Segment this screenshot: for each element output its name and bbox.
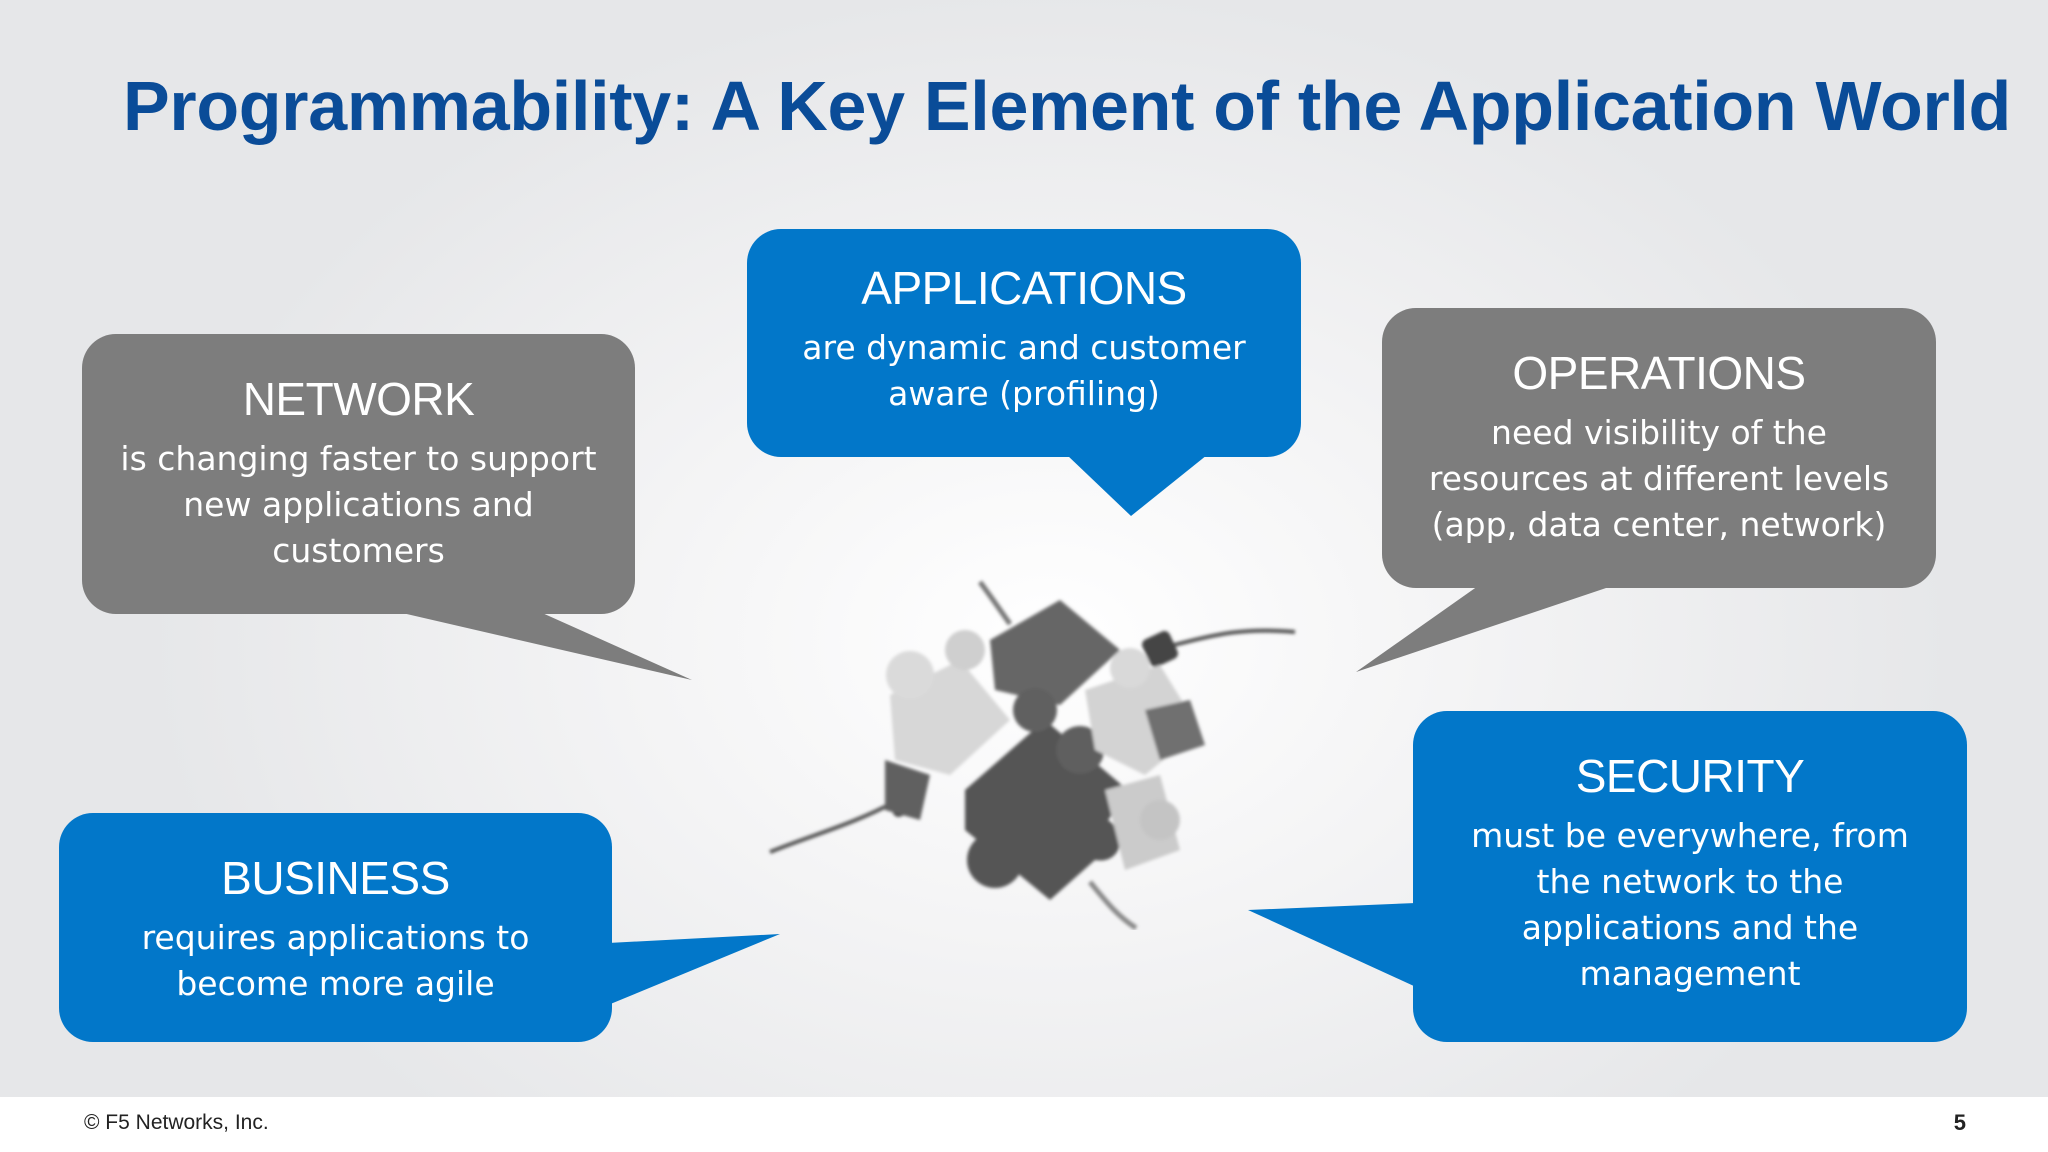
operations-text: need visibility of the resources at diff… xyxy=(1382,410,1936,548)
business-line-2: become more agile xyxy=(176,964,494,1003)
applications-text: are dynamic and customer aware (profilin… xyxy=(747,325,1301,417)
puzzle-pieces-icon xyxy=(760,570,1320,930)
security-text: must be everywhere, from the network to … xyxy=(1413,813,1967,997)
business-bubble-tail xyxy=(608,934,780,1005)
business-bubble: BUSINESS requires applications to become… xyxy=(59,813,612,1042)
operations-line-1: need visibility of the xyxy=(1491,413,1827,452)
network-line-1: is changing faster to support xyxy=(120,439,596,478)
operations-bubble: OPERATIONS need visibility of the resour… xyxy=(1382,308,1936,588)
footer-bar: © F5 Networks, Inc. 5 xyxy=(0,1097,2048,1152)
network-line-2: new applications and xyxy=(183,485,534,524)
network-bubble: NETWORK is changing faster to support ne… xyxy=(82,334,635,614)
business-heading: BUSINESS xyxy=(59,851,612,905)
business-text: requires applications to become more agi… xyxy=(59,915,612,1007)
network-line-3: customers xyxy=(272,531,445,570)
operations-line-2: resources at different levels xyxy=(1429,459,1889,498)
applications-heading: APPLICATIONS xyxy=(747,261,1301,315)
business-line-1: requires applications to xyxy=(142,918,530,957)
network-text: is changing faster to support new applic… xyxy=(82,436,635,574)
page-number: 5 xyxy=(1954,1110,1966,1136)
copyright-text: © F5 Networks, Inc. xyxy=(84,1111,269,1135)
operations-line-3: (app, data center, network) xyxy=(1432,505,1887,544)
applications-line-1: are dynamic and customer xyxy=(802,328,1245,367)
applications-bubble-tail xyxy=(1067,455,1207,516)
security-heading: SECURITY xyxy=(1413,749,1967,803)
network-bubble-tail xyxy=(398,612,692,680)
security-line-3: applications and the xyxy=(1522,908,1858,947)
applications-bubble: APPLICATIONS are dynamic and customer aw… xyxy=(747,229,1301,457)
operations-bubble-tail xyxy=(1356,586,1612,672)
operations-heading: OPERATIONS xyxy=(1382,346,1936,400)
network-heading: NETWORK xyxy=(82,372,635,426)
applications-line-2: aware (profiling) xyxy=(888,374,1160,413)
security-line-1: must be everywhere, from xyxy=(1471,816,1909,855)
security-line-4: management xyxy=(1579,954,1800,993)
security-bubble: SECURITY must be everywhere, from the ne… xyxy=(1413,711,1967,1042)
security-line-2: the network to the xyxy=(1537,862,1844,901)
